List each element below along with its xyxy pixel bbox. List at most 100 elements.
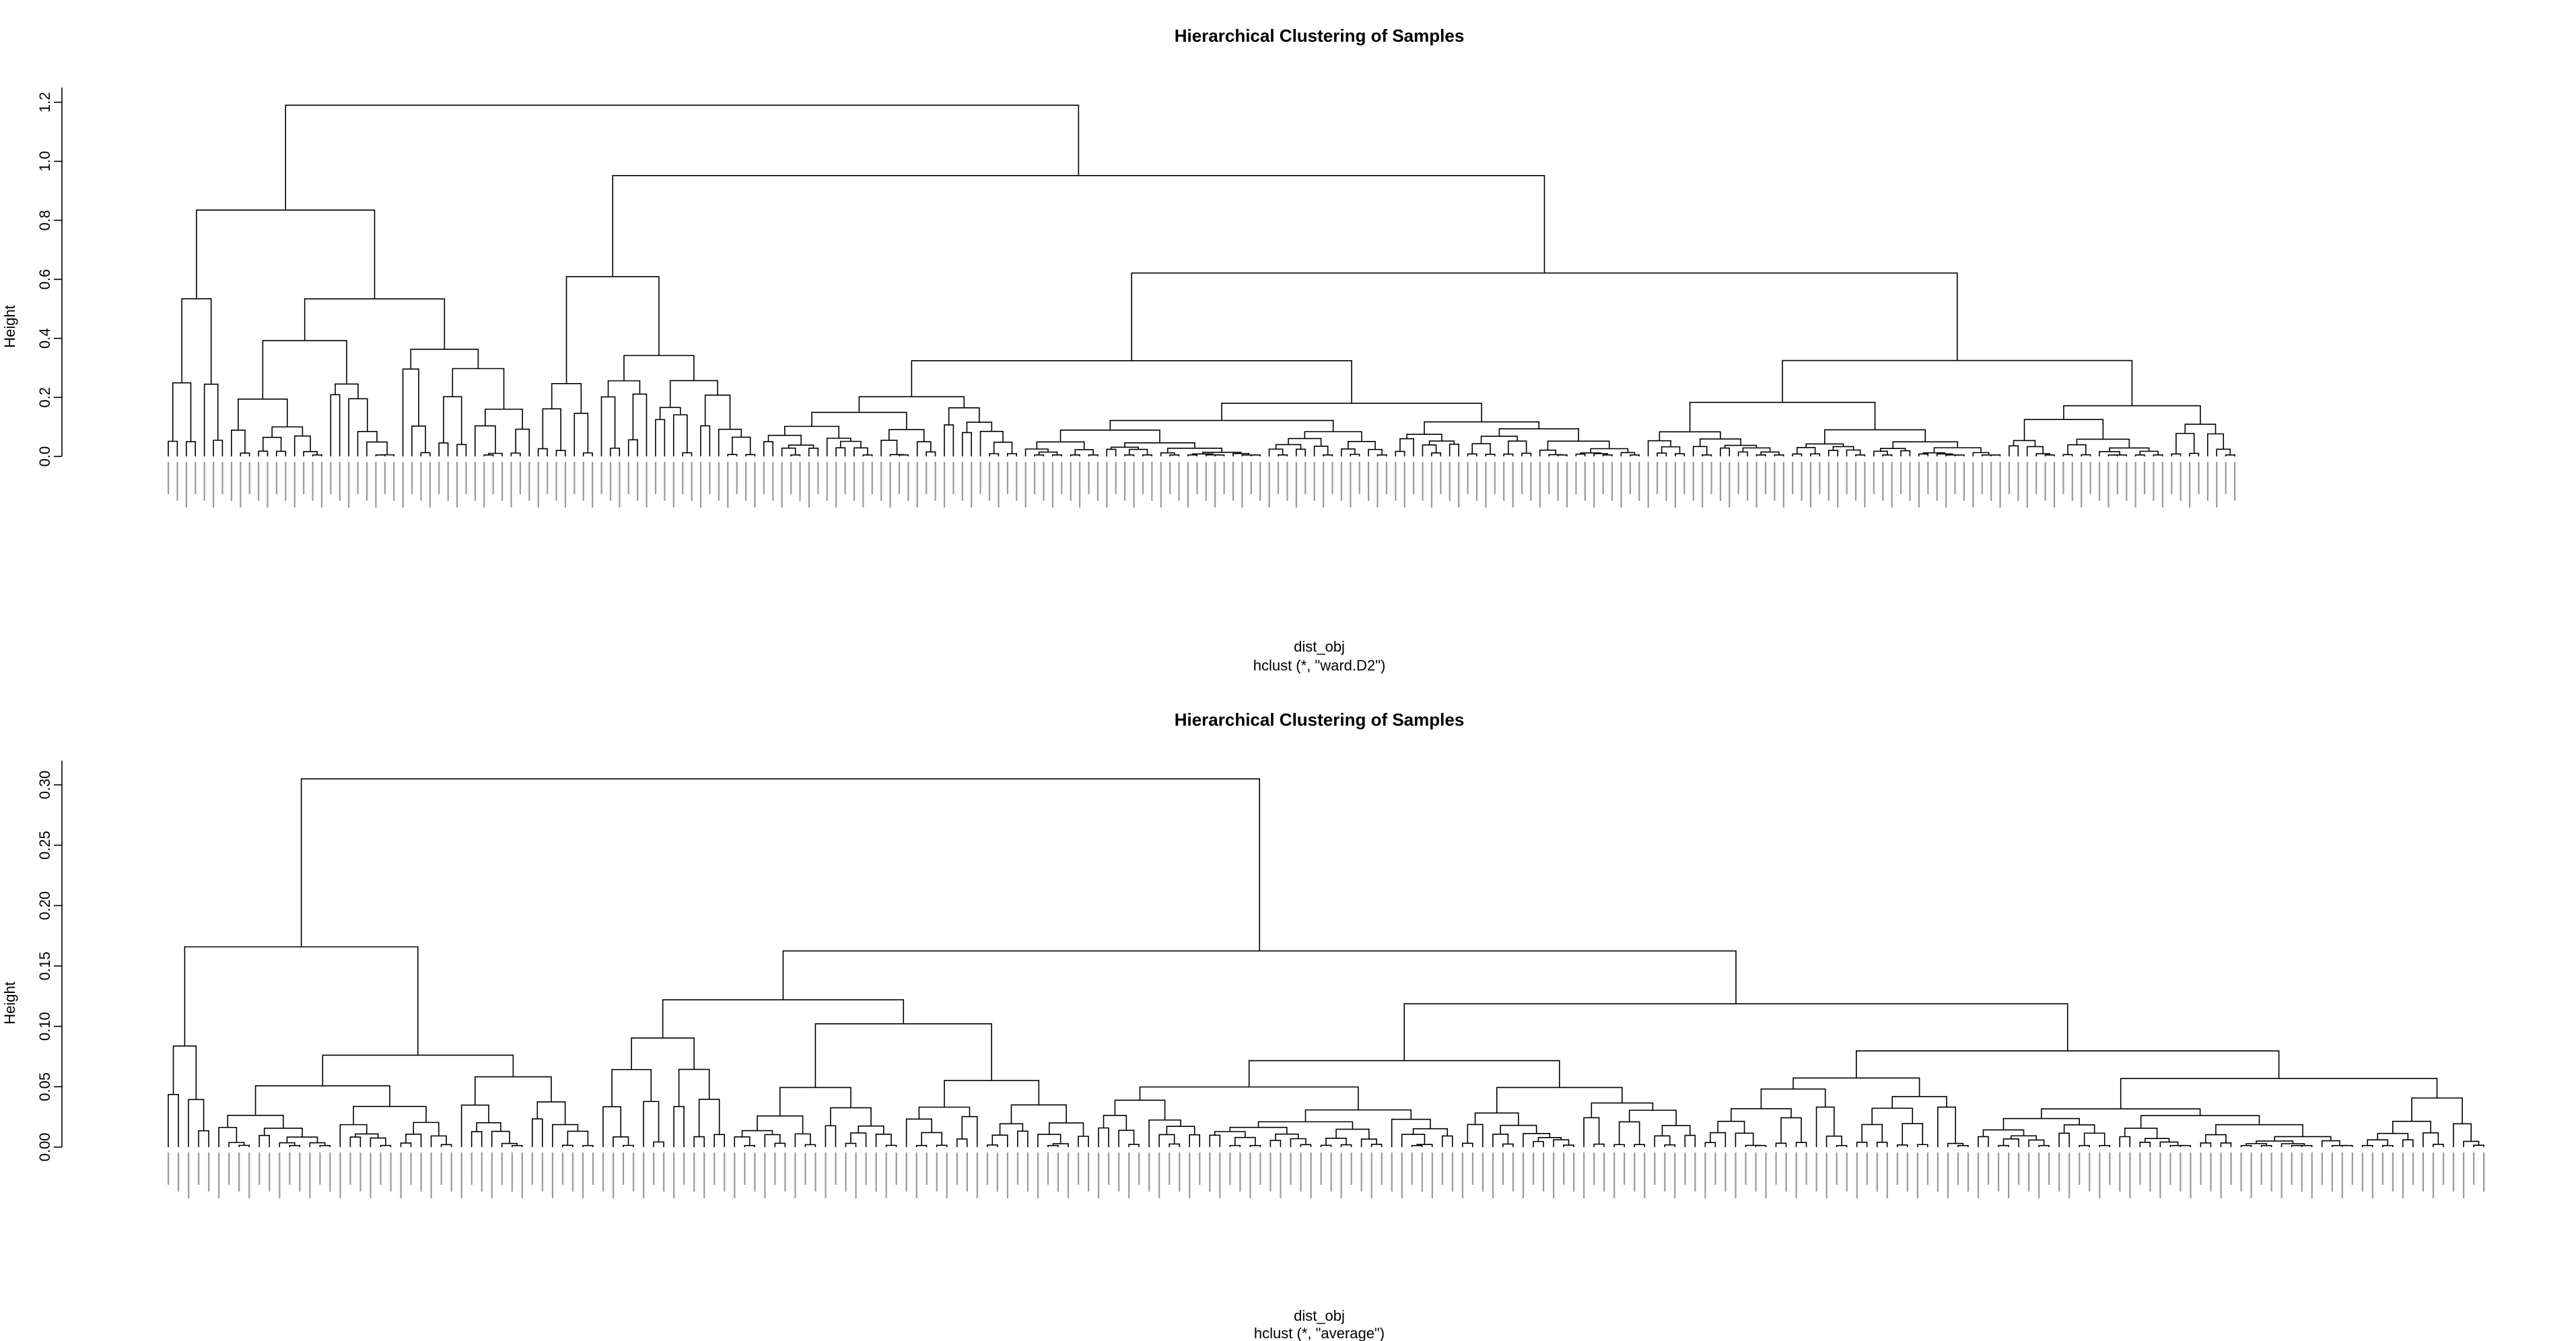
leaf-label-mark: [905, 1153, 907, 1192]
dendrogram-link: [1521, 452, 1532, 456]
dendrogram-link: [1742, 447, 1771, 452]
leaf-label-mark: [1624, 1153, 1626, 1185]
y-tick-label: 1.2: [36, 92, 53, 113]
dendrogram-link: [1229, 1144, 1241, 1147]
leaf-label-mark: [228, 1153, 230, 1185]
dendrogram-link: [203, 383, 219, 456]
leaf-label-mark: [724, 1153, 726, 1192]
leaf-label-mark: [555, 462, 557, 501]
dendrogram-link: [1304, 431, 1362, 442]
leaf-label-mark: [380, 1153, 382, 1185]
dendrogram-link: [989, 453, 1000, 456]
leaf-label-mark: [1214, 462, 1216, 508]
leaf-label-mark: [1196, 462, 1198, 494]
leaf-label-mark: [2062, 462, 2064, 494]
leaf-label-mark: [1026, 1153, 1029, 1192]
dendrogram-link: [1774, 454, 1784, 456]
dendrogram-link: [2240, 1144, 2252, 1147]
dendrogram-link: [2009, 445, 2019, 456]
leaf-label-mark: [1451, 1153, 1453, 1192]
dendrogram-link: [2216, 448, 2231, 456]
dendrogram-link: [1169, 1143, 1180, 1147]
dendrogram-link: [1052, 1143, 1069, 1147]
leaf-label-mark: [1764, 462, 1767, 494]
leaf-label-mark: [1747, 462, 1749, 501]
dendrogram-link: [2153, 454, 2163, 456]
leaf-label-mark: [359, 1153, 361, 1192]
dendrogram-link: [2423, 1132, 2439, 1147]
y-ticks-average: 0.000.050.100.150.200.250.30: [36, 770, 62, 1161]
leaf-label-mark: [845, 1153, 847, 1192]
dendrogram-link: [475, 425, 496, 456]
leaf-label-mark: [956, 1153, 958, 1185]
leaf-label-mark: [2321, 1153, 2323, 1185]
dendrogram-link: [1500, 1124, 1537, 1134]
leaf-label-mark: [1340, 1153, 1342, 1198]
dendrogram-link: [309, 1142, 326, 1147]
leaf-label-mark: [1124, 462, 1126, 501]
dendrogram-link: [542, 408, 561, 451]
dendrogram-link: [565, 276, 660, 384]
leaf-label-mark: [258, 1153, 260, 1185]
leaf-label-mark: [880, 462, 882, 501]
leaf-label-mark: [339, 1153, 341, 1198]
dendrogram-link: [2044, 454, 2055, 456]
leaf-label-mark: [528, 462, 530, 501]
leaf-label-mark: [1033, 462, 1036, 494]
dendrogram-link: [2377, 1132, 2409, 1140]
dendrogram-link: [2083, 1132, 2105, 1146]
leaf-label-mark: [592, 1153, 594, 1185]
leaf-label-mark: [178, 1153, 180, 1192]
leaf-label-mark: [1128, 1153, 1130, 1198]
dendrogram-link: [1792, 453, 1803, 456]
leaf-label-mark: [1295, 462, 1297, 508]
dendrogram-link: [602, 1106, 622, 1147]
dendrogram-link: [262, 436, 282, 452]
leaf-label-mark: [727, 462, 729, 508]
dendrogram-link: [1503, 453, 1514, 456]
dendrogram-link: [2140, 1115, 2260, 1128]
leaf-label-mark: [2220, 1153, 2222, 1198]
dendrogram-link: [2081, 454, 2091, 456]
leaf-label-mark: [1795, 1153, 1797, 1198]
leaf-label-mark: [1057, 1153, 1059, 1192]
leaf-label-mark: [2240, 1153, 2242, 1192]
leaf-label-mark: [1118, 1153, 1120, 1192]
dendrogram-link: [693, 1136, 705, 1147]
leaf-label-mark: [1512, 462, 1514, 508]
leaf-label-mark: [370, 1153, 372, 1198]
y-tick-label: 1.0: [36, 151, 53, 172]
dendrogram-link: [289, 1144, 301, 1147]
dendrogram-link: [718, 428, 742, 456]
leaf-label-mark: [1977, 1153, 1980, 1198]
dendrogram-link: [1350, 454, 1360, 456]
leaf-label-mark: [1286, 462, 1288, 501]
leaf-label-mark: [1805, 1153, 1807, 1185]
leaf-label-mark: [339, 462, 341, 501]
leaf-label-mark: [2134, 462, 2136, 508]
leaf-label-mark: [1502, 1153, 1504, 1185]
leaf-label-mark: [198, 1153, 200, 1185]
leaf-label-mark: [390, 1153, 392, 1192]
dendrogram-link: [1275, 444, 1302, 450]
leaf-label-mark: [248, 1153, 250, 1198]
dendrogram-link: [1916, 1144, 1928, 1147]
leaf-label-mark: [2230, 1153, 2232, 1185]
dendrogram-link: [1335, 1128, 1370, 1140]
leaf-label-mark: [2048, 1153, 2050, 1185]
dendrogram-link: [966, 421, 993, 433]
leaf-label-mark: [835, 462, 837, 508]
leaf-label-mark: [456, 462, 458, 508]
dendrogram-link: [536, 1101, 566, 1125]
leaf-label-mark: [1704, 1153, 1706, 1198]
dendrogram-link: [2361, 1144, 2373, 1147]
dendrogram-link: [1403, 1003, 2068, 1061]
leaf-label-mark: [501, 462, 503, 501]
dendrogram-link: [2189, 452, 2200, 456]
dendrogram-link: [1836, 1144, 1848, 1147]
dendrogram-link: [1205, 454, 1220, 456]
leaf-label-mark: [808, 462, 810, 508]
dendrogram-link: [1775, 1142, 1787, 1147]
dendrogram-link: [1169, 454, 1180, 456]
leaf-label-mark: [1411, 1153, 1413, 1185]
